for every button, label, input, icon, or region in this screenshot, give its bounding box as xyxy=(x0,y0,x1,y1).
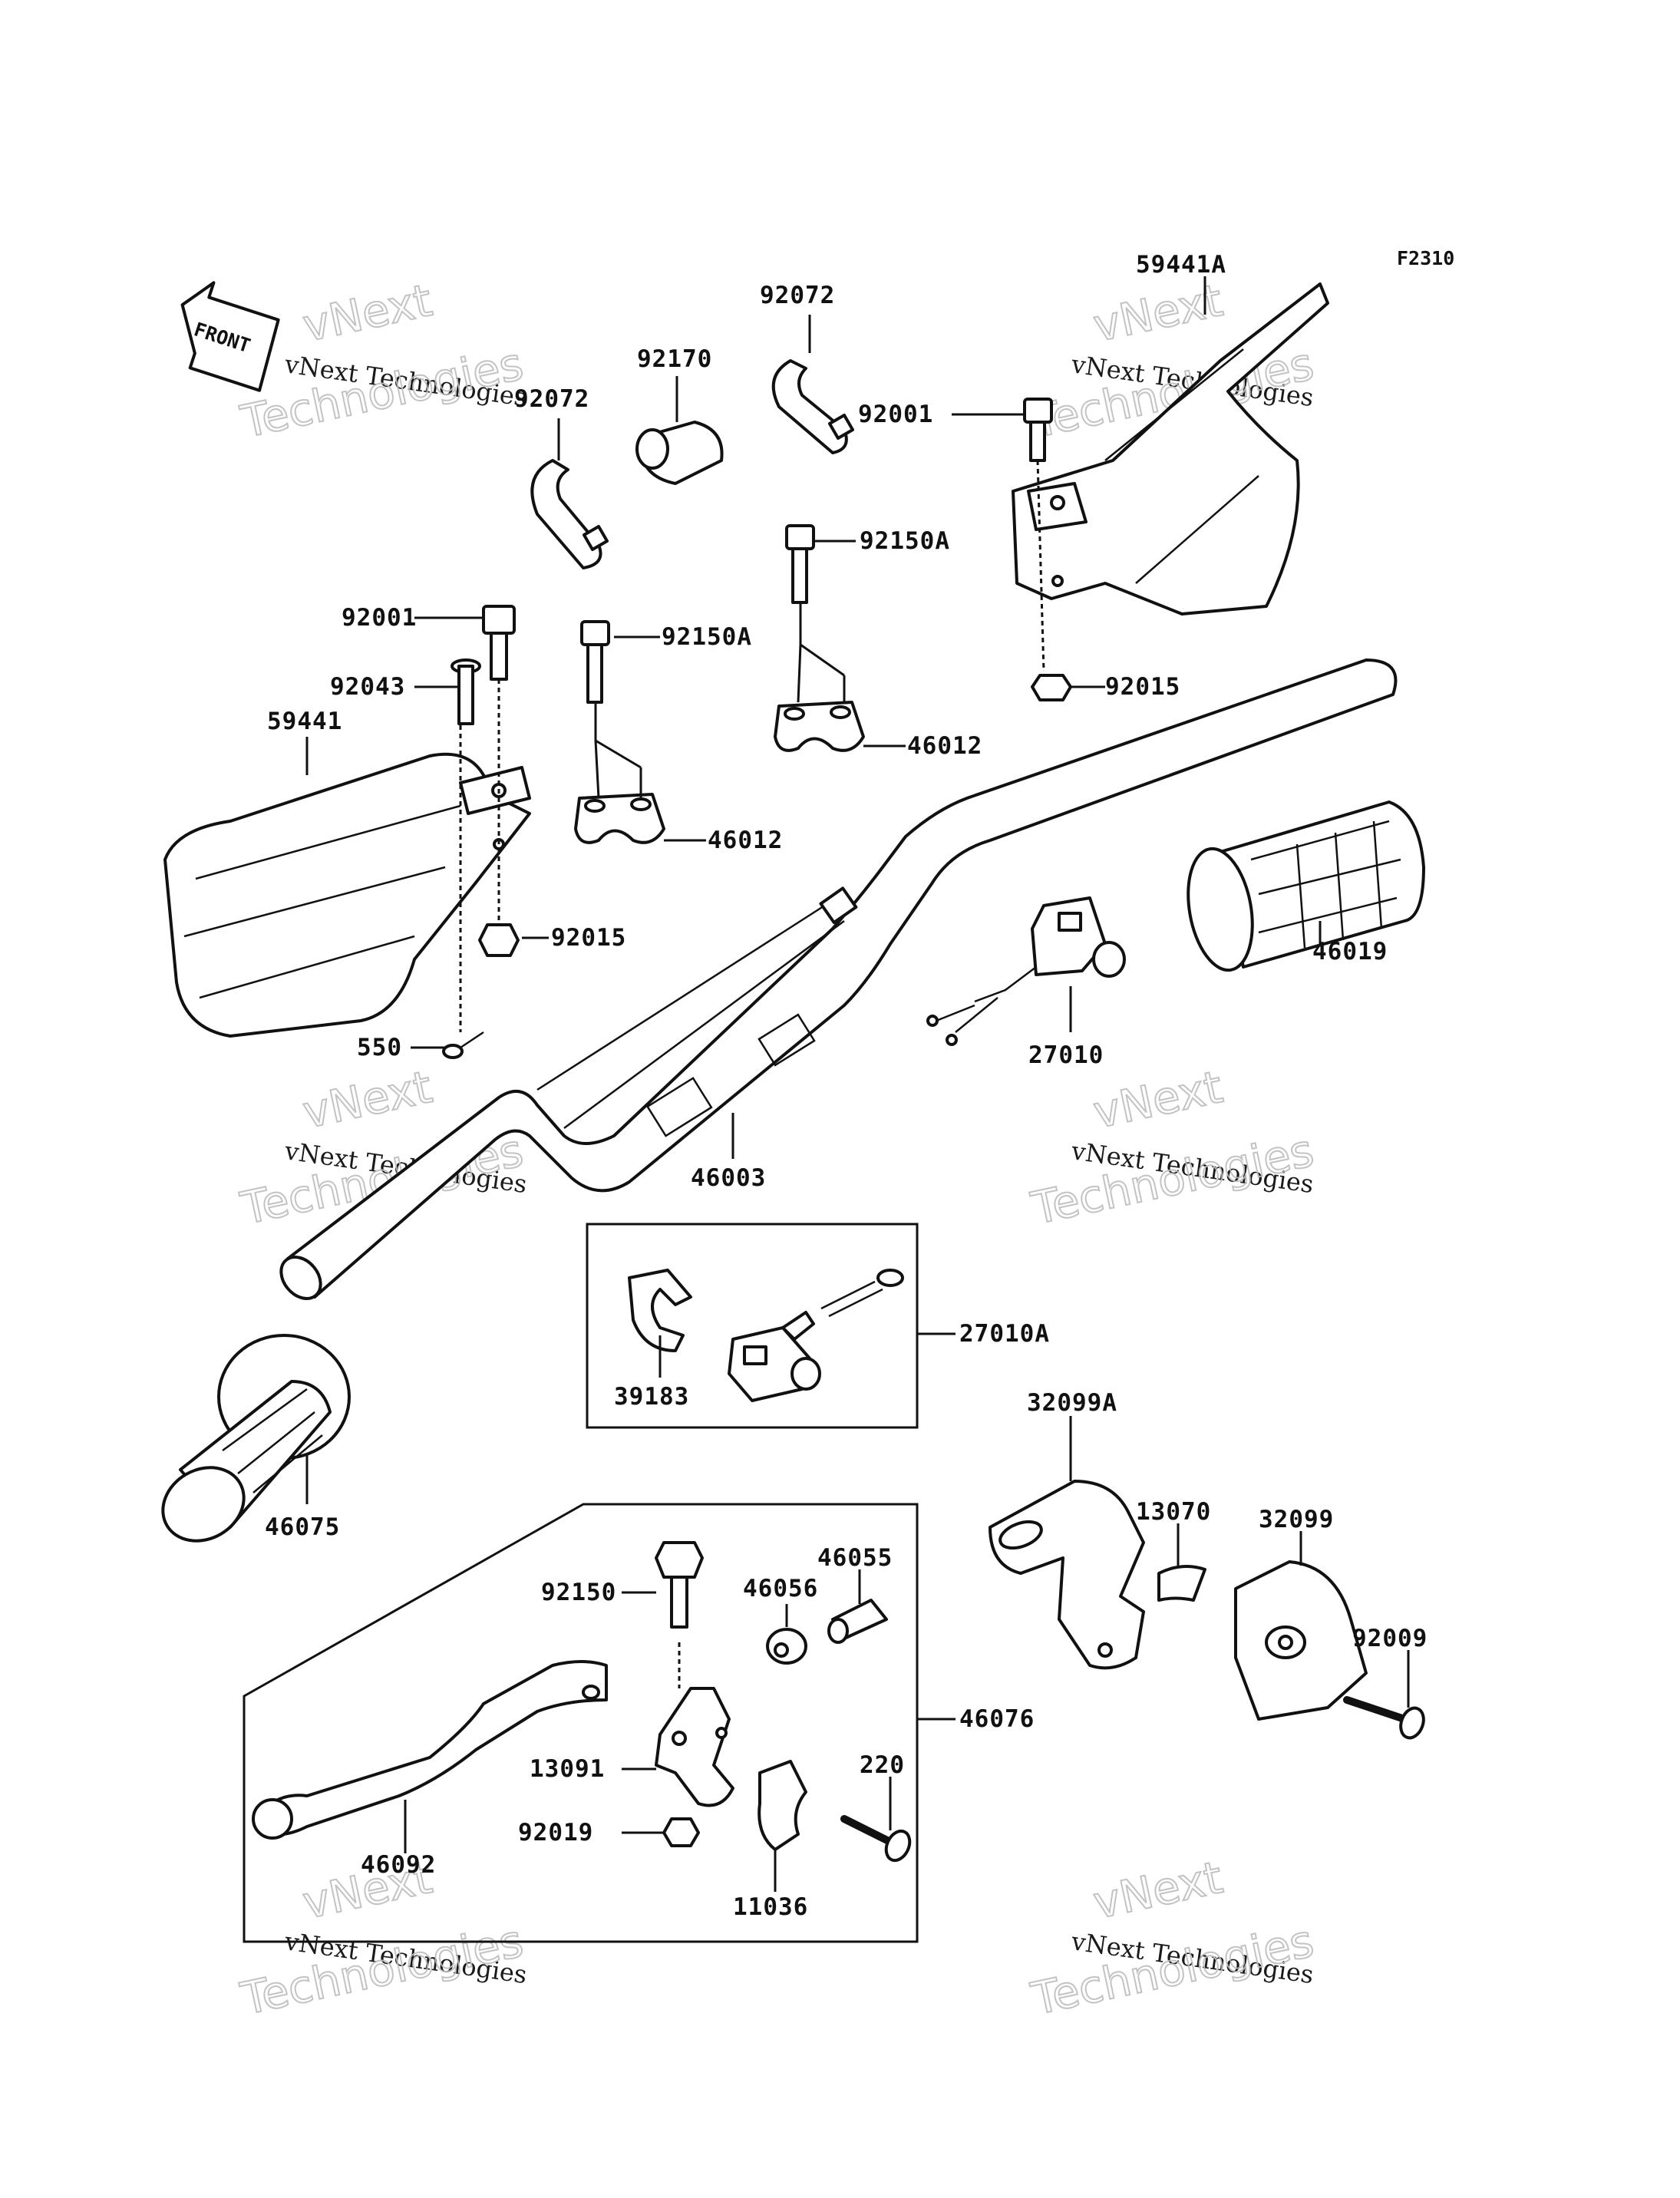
adjuster-46056-drawing xyxy=(766,1628,807,1665)
svg-text:Technologies: Technologies xyxy=(236,1915,528,2025)
nut-92015-left-drawing xyxy=(478,923,520,957)
switch-27010a-drawing xyxy=(728,1269,904,1402)
svg-text:vNext: vNext xyxy=(1089,1061,1227,1139)
part-label-13091: 13091 xyxy=(530,1755,605,1783)
part-label-59441a: 59441A xyxy=(1136,251,1226,279)
part-labels: 59441A 92072 92170 92072 92001 92150A 92… xyxy=(265,251,1428,1921)
part-label-92043: 92043 xyxy=(330,673,405,701)
bracket-13091-drawing xyxy=(655,1687,734,1807)
part-label-92019: 92019 xyxy=(518,1819,593,1847)
handlebar-drawing xyxy=(279,658,1398,1300)
svg-text:Technologies: Technologies xyxy=(1027,1124,1319,1235)
part-label-32099a: 32099A xyxy=(1027,1389,1117,1417)
front-arrow-icon: FRONT xyxy=(180,281,280,392)
part-label-59441: 59441 xyxy=(267,708,342,735)
clamp-92170-drawing xyxy=(635,421,724,485)
svg-text:vNext: vNext xyxy=(299,1061,437,1139)
holder-46012-lower-drawing xyxy=(574,793,665,844)
svg-text:vNext: vNext xyxy=(299,274,437,352)
part-label-220: 220 xyxy=(860,1751,905,1779)
leader-lines xyxy=(305,276,1410,1892)
adjuster-46055-drawing xyxy=(827,1599,888,1644)
strap-92072-left-drawing xyxy=(530,459,609,569)
part-label-92072-upper: 92072 xyxy=(760,282,835,309)
clip-39183-drawing xyxy=(628,1269,692,1352)
grip-46019-drawing xyxy=(1187,800,1425,972)
part-label-46012-upper: 46012 xyxy=(907,732,982,760)
part-label-92001-left: 92001 xyxy=(342,604,417,632)
holder-32099-drawing xyxy=(1234,1560,1368,1721)
part-label-92015-right: 92015 xyxy=(1105,673,1180,701)
part-label-92072-lower: 92072 xyxy=(514,385,589,413)
part-label-46019: 46019 xyxy=(1312,938,1388,965)
screw-92009-drawing xyxy=(1343,1696,1425,1740)
shim-13070-drawing xyxy=(1157,1565,1206,1602)
svg-text:vNext: vNext xyxy=(1089,274,1227,352)
watermark-mid-right: vNext vNext Technologies Technologies xyxy=(1026,1060,1319,1236)
cotter-pin-550-drawing xyxy=(442,1031,484,1059)
part-label-27010a: 27010A xyxy=(959,1320,1050,1348)
nut-92015-right-drawing xyxy=(1031,674,1072,701)
nut-92019-drawing xyxy=(662,1817,700,1847)
kit-box-46076 xyxy=(243,1503,919,1943)
bolt-92150-drawing xyxy=(655,1541,704,1629)
part-label-46075: 46075 xyxy=(265,1513,340,1541)
part-label-92001-right: 92001 xyxy=(858,401,933,428)
grip-46075-drawing xyxy=(161,1334,351,1543)
part-label-32099: 32099 xyxy=(1259,1506,1334,1533)
svg-text:vNext: vNext xyxy=(1089,1851,1227,1929)
part-label-550: 550 xyxy=(357,1034,402,1061)
figure-code: F2310 xyxy=(1397,247,1454,269)
bolt-92001-left-drawing xyxy=(482,605,516,681)
part-label-13070: 13070 xyxy=(1136,1498,1211,1526)
part-label-92015-left: 92015 xyxy=(551,924,626,952)
lever-46092-drawing xyxy=(252,1660,608,1840)
switch-27010-drawing xyxy=(926,896,1126,1046)
part-label-46056: 46056 xyxy=(743,1575,818,1602)
pin-92043-drawing xyxy=(451,658,481,725)
part-label-92150a-lower: 92150A xyxy=(662,623,752,651)
kit-box-27010a xyxy=(586,1223,919,1429)
part-label-46076: 46076 xyxy=(959,1705,1035,1733)
watermark-bottom-right: vNext vNext Technologies Technologies xyxy=(1026,1850,1319,2026)
part-label-92150: 92150 xyxy=(541,1579,616,1606)
part-label-11036: 11036 xyxy=(733,1893,808,1921)
handguard-right-drawing xyxy=(1012,282,1329,616)
part-label-46003: 46003 xyxy=(691,1164,766,1192)
screw-220-drawing xyxy=(840,1815,912,1863)
handguard-left-drawing xyxy=(163,752,531,1038)
holder-32099a-drawing xyxy=(989,1480,1145,1670)
part-label-92170: 92170 xyxy=(637,345,712,373)
watermark-top-left: vNext vNext Technologies Technologies xyxy=(236,273,529,449)
part-label-46092: 46092 xyxy=(361,1851,436,1879)
part-label-27010: 27010 xyxy=(1028,1041,1104,1069)
part-label-46055: 46055 xyxy=(817,1544,893,1572)
strap-92072-right-drawing xyxy=(771,359,855,454)
clamp-11036-drawing xyxy=(757,1760,807,1851)
svg-text:Technologies: Technologies xyxy=(1027,1915,1319,2025)
bolt-92150a-lower-drawing xyxy=(580,620,610,704)
bolt-92150a-upper-drawing xyxy=(785,524,815,604)
holder-46012-upper-drawing xyxy=(774,701,865,752)
part-label-92009: 92009 xyxy=(1352,1625,1428,1652)
part-label-92150a-upper: 92150A xyxy=(860,527,950,555)
part-label-39183: 39183 xyxy=(614,1383,689,1411)
svg-text:Technologies: Technologies xyxy=(236,338,528,448)
part-label-46012-lower: 46012 xyxy=(708,827,783,854)
